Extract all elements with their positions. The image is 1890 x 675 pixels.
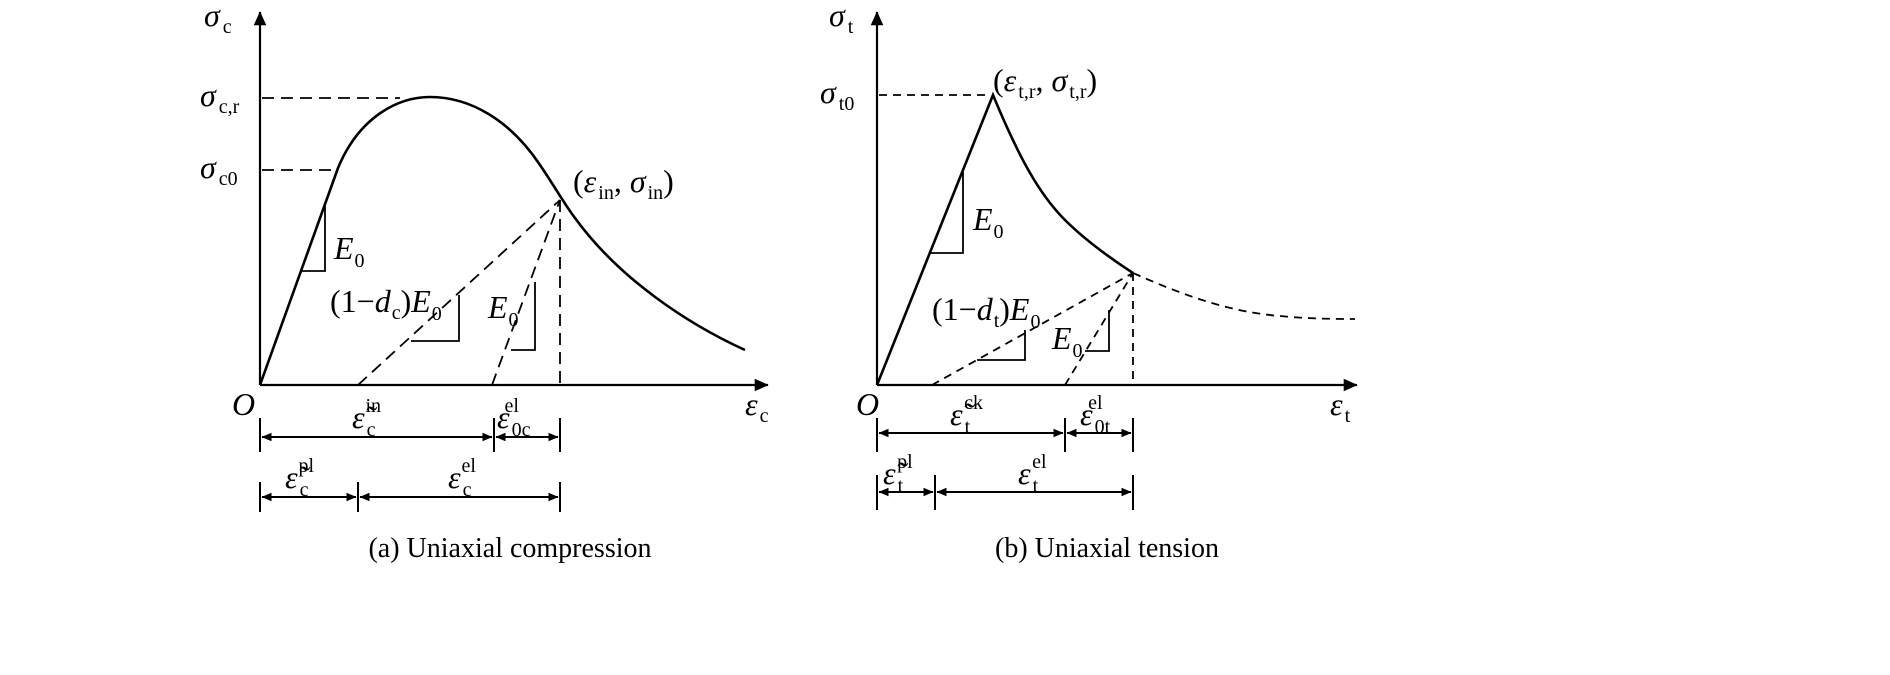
panel-b-caption: (b) Uniaxial tension (995, 533, 1219, 564)
panel-b-dimension-arrows (878, 428, 1132, 497)
panel-a-dim-inelastic-strain: ε̃cin (352, 395, 381, 441)
panel-b-dashed-lines (879, 94, 1356, 386)
panel-a-slope-e0-label: E0 (333, 230, 365, 272)
panel-b-dimension-ticks (876, 418, 1134, 510)
panel-b-origin-label: O (856, 386, 879, 422)
panel-a-slope-unload-label: E0 (487, 289, 519, 331)
panel-b-dim-cracking-strain: ε̃tck (950, 392, 983, 438)
panel-b-slope-e0-label: E0 (972, 201, 1004, 243)
panel-b-slope-damaged-label: (1−dt)E0 (932, 291, 1040, 333)
panel-a-caption: (a) Uniaxial compression (368, 533, 651, 564)
panel-b-dim-plastic-strain: ε̃tpl (883, 451, 913, 497)
panel-a-origin-label: O (232, 386, 255, 422)
panel-a-slope-damaged-label: (1−dc)E0 (330, 283, 442, 325)
panel-a-dimension-ticks (259, 418, 561, 512)
panel-a-dashed-lines (262, 97, 561, 386)
panel-a-dim-plastic-strain: ε̃cpl (285, 455, 315, 501)
panel-b-stress-strain-curve (875, 91, 1134, 386)
panel-a-slope-triangles (301, 206, 536, 351)
panel-b-slope-triangles (930, 172, 1110, 361)
panel-a-dimension-arrows (261, 432, 559, 502)
panel-a-stress-strain-curve (258, 95, 746, 386)
panel-b-slope-unload-label: E0 (1051, 320, 1083, 362)
